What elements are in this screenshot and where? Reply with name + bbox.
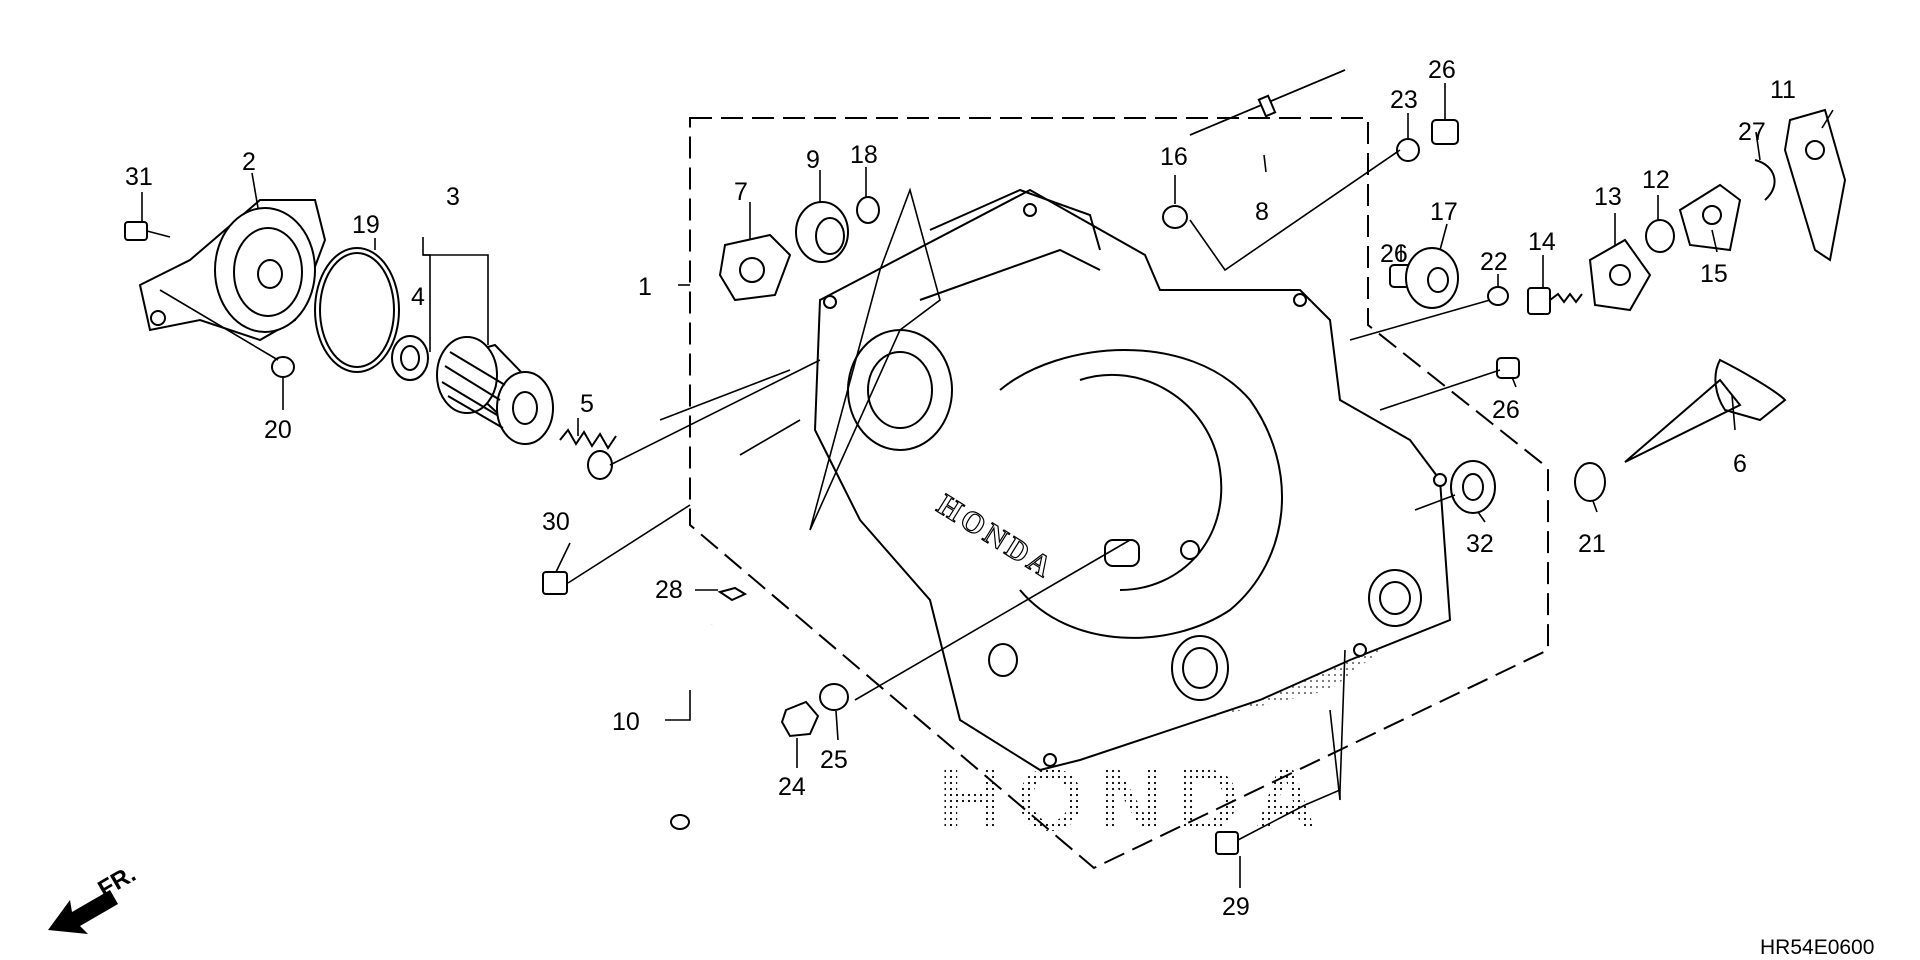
bearing-17 <box>1405 247 1459 309</box>
washer-20 <box>271 356 295 378</box>
callout-19: 19 <box>352 211 380 239</box>
callout-9: 9 <box>806 146 820 174</box>
dipstick-6 <box>1624 358 1787 463</box>
callout-26-mid: 26 <box>1380 240 1408 268</box>
callout-22: 22 <box>1480 248 1508 276</box>
callout-3: 3 <box>446 183 460 211</box>
callout-6: 6 <box>1733 450 1747 478</box>
callout-12: 12 <box>1642 166 1670 194</box>
callout-29: 29 <box>1222 893 1250 921</box>
callout-32: 32 <box>1466 530 1494 558</box>
oil-filter-3 <box>436 336 554 445</box>
callout-4: 4 <box>411 283 425 311</box>
washer-23 <box>1396 138 1420 162</box>
callout-labels: 1 2 3 4 5 6 7 8 9 10 11 12 13 14 15 16 1… <box>125 56 1796 921</box>
bearing-32 <box>1450 460 1496 514</box>
bolt-14 <box>1527 287 1583 315</box>
part-9 <box>795 201 849 263</box>
diagram-code: HR54E0600 <box>1760 936 1874 959</box>
front-arrow-icon <box>48 890 118 934</box>
callout-26-top: 26 <box>1428 56 1456 84</box>
bolt-31 <box>124 221 171 241</box>
callout-7: 7 <box>734 178 748 206</box>
assembly-boundary <box>689 117 1549 870</box>
callout-26-low: 26 <box>1492 396 1520 424</box>
clip-28 <box>717 586 748 602</box>
washer-16 <box>1162 205 1188 229</box>
callout-27: 27 <box>1738 118 1766 146</box>
callout-11: 11 <box>1770 76 1796 104</box>
part-15 <box>1678 183 1742 252</box>
spring-5 <box>559 428 617 450</box>
part-11 <box>1783 108 1847 262</box>
leader-lines <box>141 83 1834 888</box>
callout-16: 16 <box>1160 143 1188 171</box>
callout-28: 28 <box>655 576 683 604</box>
washer-18 <box>856 196 880 224</box>
callout-25: 25 <box>820 746 848 774</box>
callout-31: 31 <box>125 163 153 191</box>
callout-13: 13 <box>1594 183 1622 211</box>
callout-17: 17 <box>1430 198 1458 226</box>
callout-8: 8 <box>1255 198 1269 226</box>
part-13 <box>1588 238 1652 312</box>
callout-14: 14 <box>1528 228 1556 256</box>
callout-23: 23 <box>1390 86 1418 114</box>
collar-26-low <box>1496 357 1520 379</box>
callout-5: 5 <box>580 390 594 418</box>
circlip-27 <box>1754 159 1776 201</box>
washer-22 <box>1487 286 1509 306</box>
bolt-29 <box>1215 804 1306 855</box>
callout-20: 20 <box>264 416 292 444</box>
callout-30: 30 <box>542 508 570 536</box>
callout-15: 15 <box>1700 260 1728 288</box>
o-ring-19 <box>314 247 400 373</box>
bolt-30 <box>542 504 691 595</box>
callout-1: 1 <box>638 273 652 301</box>
collar-26-top <box>1431 119 1459 145</box>
nut-24 <box>780 700 820 738</box>
callout-2: 2 <box>242 148 256 176</box>
front-direction-indicator: FR. <box>48 860 140 934</box>
oil-filter-cover <box>138 199 327 342</box>
pin-8 <box>1189 69 1346 136</box>
callout-10: 10 <box>612 708 640 736</box>
spring-12 <box>1645 219 1675 253</box>
seal-4 <box>391 335 429 381</box>
svg-text:HONDA: HONDA <box>939 750 1332 849</box>
callout-21: 21 <box>1578 530 1606 558</box>
callout-24: 24 <box>778 773 806 801</box>
washer-25 <box>819 683 849 711</box>
part-7 <box>718 233 792 302</box>
crankcase-cover: HONDA <box>813 188 1452 772</box>
callout-18: 18 <box>850 141 878 169</box>
o-ring-21 <box>1574 462 1606 502</box>
